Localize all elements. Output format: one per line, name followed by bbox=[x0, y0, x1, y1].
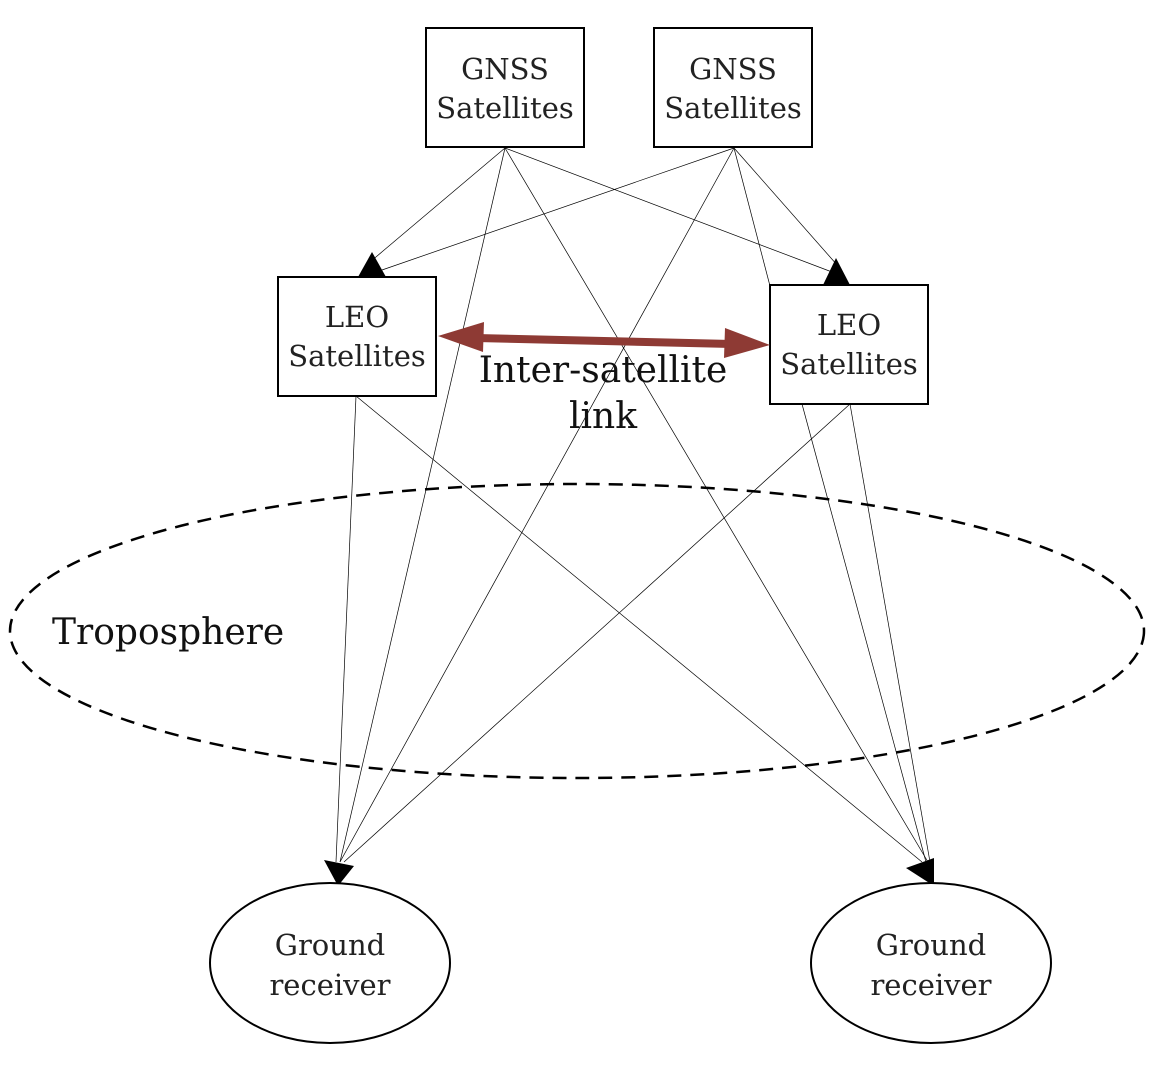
signal-line bbox=[504, 147, 833, 273]
signal-lines bbox=[335, 147, 931, 863]
ground-label-line1: Ground bbox=[876, 928, 986, 962]
signal-line bbox=[801, 403, 927, 863]
leo-box bbox=[277, 276, 437, 397]
gnss-label-line1: GNSS bbox=[689, 52, 777, 86]
ground-label-line2: receiver bbox=[870, 968, 991, 1002]
troposphere-ellipse bbox=[8, 482, 1146, 780]
leo-satellites-left: LEO Satellites bbox=[277, 276, 437, 397]
troposphere-label: Troposphere bbox=[52, 612, 284, 653]
leo-label-line2: Satellites bbox=[780, 347, 918, 381]
arrowhead-icon bbox=[358, 252, 386, 277]
arrowhead-icon bbox=[324, 860, 354, 886]
inter-satellite-link-left-head-icon bbox=[438, 322, 484, 352]
arrowheads bbox=[324, 252, 934, 886]
signal-line bbox=[339, 147, 506, 863]
signal-line bbox=[343, 403, 851, 863]
signal-line bbox=[369, 147, 506, 263]
signal-line bbox=[355, 395, 923, 863]
gnss-satellites-right: GNSS Satellites bbox=[653, 27, 813, 148]
ground-receiver-left: Ground receiver bbox=[209, 882, 451, 1044]
arrowhead-icon bbox=[823, 258, 850, 285]
signal-line bbox=[381, 147, 735, 271]
inter-satellite-link-right-head-icon bbox=[724, 328, 770, 358]
signal-line bbox=[335, 395, 357, 863]
signal-line bbox=[849, 403, 931, 863]
leo-satellites-right: LEO Satellites bbox=[769, 284, 929, 405]
inter-satellite-link-arrow bbox=[438, 322, 770, 358]
ground-receiver-right: Ground receiver bbox=[810, 882, 1052, 1044]
gnss-label-line2: Satellites bbox=[664, 91, 802, 125]
ground-receiver-ellipse bbox=[209, 882, 451, 1044]
leo-box bbox=[769, 284, 929, 405]
gnss-satellites-left: GNSS Satellites bbox=[425, 27, 585, 148]
gnss-label-line2: Satellites bbox=[436, 91, 574, 125]
inter-satellite-link-label-line2: link bbox=[569, 396, 638, 437]
gnss-label-line1: GNSS bbox=[461, 52, 549, 86]
signal-line bbox=[733, 147, 771, 287]
arrowhead-icon bbox=[906, 858, 934, 886]
leo-label-line1: LEO bbox=[325, 300, 389, 334]
gnss-box bbox=[425, 27, 585, 148]
signal-line bbox=[504, 147, 929, 863]
leo-label-line1: LEO bbox=[817, 308, 881, 342]
inter-satellite-link-shaft bbox=[475, 334, 733, 348]
inter-satellite-link-label-line1: Inter-satellite bbox=[479, 350, 728, 391]
ground-label-line2: receiver bbox=[269, 968, 390, 1002]
leo-label-line2: Satellites bbox=[288, 339, 426, 373]
signal-line bbox=[733, 147, 839, 267]
ground-label-line1: Ground bbox=[275, 928, 385, 962]
signal-line bbox=[339, 147, 735, 863]
ground-receiver-ellipse bbox=[810, 882, 1052, 1044]
gnss-box bbox=[653, 27, 813, 148]
